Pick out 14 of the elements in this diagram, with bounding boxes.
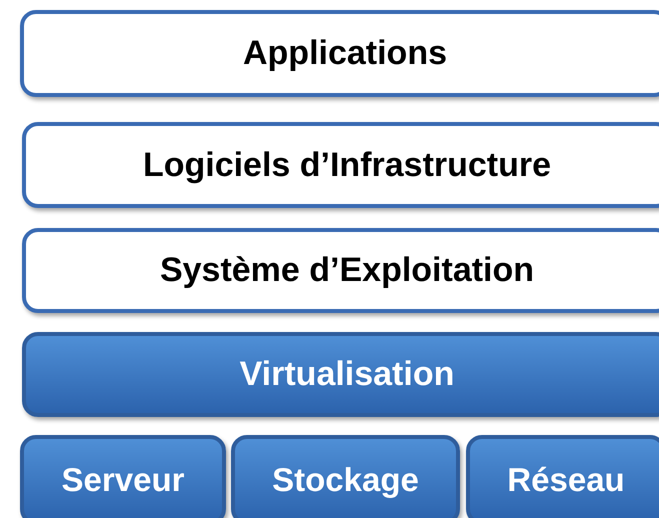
layer-box [20, 10, 659, 97]
layer-box [22, 228, 659, 313]
layer-box [20, 435, 226, 518]
layer-label: Virtualisation [240, 355, 454, 394]
layer-box [466, 435, 659, 518]
layer-label: Applications [242, 34, 448, 73]
layer-label: Logiciels d’Infrastructure [142, 146, 552, 184]
layer-box [22, 122, 659, 208]
layer-label: Stockage [272, 461, 419, 499]
layer-box [22, 332, 659, 417]
layer-label: Réseau [507, 461, 625, 499]
layer-label: Serveur [62, 461, 184, 499]
layer-box [231, 435, 460, 518]
layer-label: Système d’Exploitation [160, 251, 534, 290]
